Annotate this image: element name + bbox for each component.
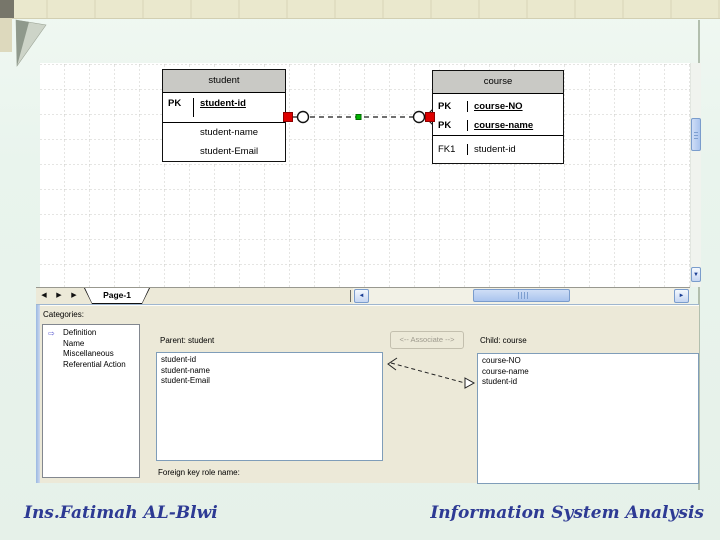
parent-fields-listbox[interactable]: student-id student-name student-Email	[156, 352, 383, 461]
entity-student-title: student	[163, 70, 285, 93]
category-item-miscellaneous[interactable]: Miscellaneous	[43, 349, 139, 360]
foreign-key-role-name-label: Foreign key role name:	[158, 468, 240, 477]
associate-button[interactable]: <-- Associate -->	[390, 331, 464, 349]
scroll-right-icon: ►	[678, 293, 685, 299]
key-cell: FK1	[433, 144, 468, 155]
page-prev-icon: ◀	[41, 292, 47, 299]
child-field-item[interactable]: course-name	[478, 367, 698, 378]
associate-button-label: <-- Associate -->	[399, 335, 455, 344]
child-fields-listbox[interactable]: course-NO course-name student-id	[477, 353, 699, 484]
category-item-referential-action[interactable]: Referential Action	[43, 360, 139, 371]
page-last-icon: ▶	[71, 292, 77, 299]
entity-course-title: course	[433, 71, 563, 94]
table-row: FK1 student-id	[433, 136, 563, 163]
first-page-button[interactable]: ◀	[38, 291, 50, 299]
database-properties-panel: Categories: ⇨ Definition Name Miscellane…	[36, 304, 699, 484]
scroll-down-icon: ▼	[693, 272, 699, 278]
page-tab-label: Page-1	[85, 288, 149, 303]
parent-field-label: student-Email	[161, 376, 210, 385]
parent-field-item[interactable]: student-id	[157, 355, 382, 366]
field-cell: course-name	[474, 120, 534, 131]
child-field-label: student-id	[482, 377, 518, 386]
category-item-label: Miscellaneous	[63, 349, 114, 358]
table-row: PK course-NO	[433, 97, 563, 116]
category-item-definition[interactable]: ⇨ Definition	[43, 328, 139, 339]
footer-course-text: Information System Analysis	[430, 503, 704, 523]
page-curl-triangle-icon	[15, 19, 47, 67]
key-cell: PK	[433, 101, 468, 112]
canvas-grid	[40, 63, 690, 287]
field-cell: student-Email	[200, 146, 259, 157]
next-page-button[interactable]: ▶	[53, 291, 65, 299]
association-annotation-arrow-icon	[387, 357, 476, 389]
horizontal-scrollbar-thumb[interactable]	[473, 289, 570, 302]
field-cell: student-id	[474, 144, 516, 155]
field-cell: course-NO	[474, 101, 523, 112]
parent-field-label: student-id	[161, 355, 197, 364]
category-item-label: Referential Action	[63, 359, 126, 369]
vertical-scrollbar[interactable]: ▼	[690, 63, 701, 287]
categories-label: Categories:	[43, 310, 84, 319]
left-decorative-sliver	[0, 18, 12, 52]
entity-student[interactable]: student PK student-id student-name stude…	[162, 69, 286, 162]
corner-dark-block	[0, 0, 14, 18]
page-tab[interactable]: Page-1	[84, 288, 150, 304]
top-decorative-band	[0, 0, 720, 19]
category-selected-arrow-icon: ⇨	[48, 329, 55, 338]
last-page-button[interactable]: ▶	[68, 291, 80, 299]
page-next-icon: ▶	[56, 292, 62, 299]
field-cell: student-id	[200, 98, 246, 109]
child-field-label: course-NO	[482, 356, 521, 365]
scroll-right-button[interactable]: ►	[674, 289, 689, 303]
category-item-name[interactable]: Name	[43, 339, 139, 350]
child-field-item[interactable]: student-id	[478, 377, 698, 388]
table-row: PK student-id	[163, 93, 285, 122]
drawing-canvas[interactable]: student PK student-id student-name stude…	[40, 63, 690, 287]
table-row: student-Email	[163, 142, 285, 161]
scroll-left-icon: ◄	[358, 293, 365, 299]
tab-strip-divider	[350, 290, 351, 302]
table-row: PK course-name	[433, 116, 563, 135]
child-field-item[interactable]: course-NO	[478, 356, 698, 367]
category-item-label: Name	[63, 338, 85, 348]
categories-listbox[interactable]: ⇨ Definition Name Miscellaneous Referent…	[42, 324, 140, 478]
entity-course[interactable]: course PK course-NO PK course-name FK1 s…	[432, 70, 564, 164]
child-field-label: course-name	[482, 366, 529, 376]
parent-field-item[interactable]: student-name	[157, 366, 382, 377]
key-cell: PK	[163, 98, 194, 117]
scroll-down-button[interactable]: ▼	[691, 267, 701, 282]
category-item-label: Definition	[63, 328, 97, 337]
key-cell: PK	[433, 120, 468, 131]
parent-field-label: student-name	[161, 365, 210, 375]
footer-author-text: Ins.Fatimah AL-Blwi	[24, 503, 218, 523]
scroll-left-button[interactable]: ◄	[354, 289, 369, 303]
field-cell: student-name	[200, 127, 259, 138]
panel-left-edge	[36, 305, 40, 483]
parent-field-item[interactable]: student-Email	[157, 376, 382, 387]
vertical-scrollbar-thumb[interactable]	[691, 118, 701, 151]
horizontal-scrollbar[interactable]: ◄ ►	[353, 288, 690, 304]
child-label: Child: course	[480, 336, 527, 345]
parent-label: Parent: student	[160, 336, 215, 345]
table-row: student-name	[163, 123, 285, 142]
page-tab-bar: ◀ ▶ ▶ Page-1 ◄ ►	[36, 287, 690, 304]
